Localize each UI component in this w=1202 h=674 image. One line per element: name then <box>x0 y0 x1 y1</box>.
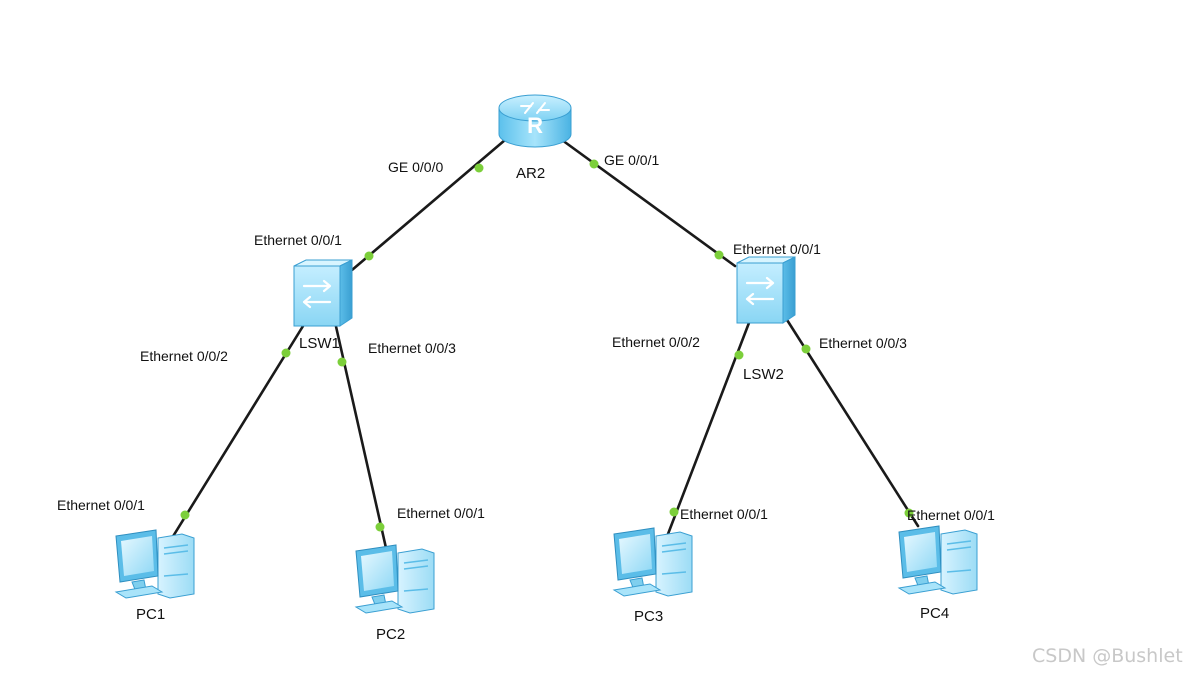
port-dot-lsw2-e003[interactable] <box>801 344 811 354</box>
port-label-ar2-ge000: GE 0/0/0 <box>388 159 443 175</box>
port-labels: GE 0/0/0 GE 0/0/1 Ethernet 0/0/1 Etherne… <box>57 152 995 523</box>
port-label-pc4-e001: Ethernet 0/0/1 <box>907 507 995 523</box>
port-label-ar2-ge001: GE 0/0/1 <box>604 152 659 168</box>
pc-pc1[interactable]: PC1 <box>115 529 195 623</box>
port-label-lsw1-e002: Ethernet 0/0/2 <box>140 348 228 364</box>
port-indicators <box>180 159 914 532</box>
pc-icon <box>613 527 693 597</box>
port-label-lsw2-e002: Ethernet 0/0/2 <box>612 334 700 350</box>
port-dot-pc3-e001[interactable] <box>669 507 679 517</box>
watermark-text: CSDN @Bushlet <box>1032 645 1183 667</box>
port-dot-ar2-ge001[interactable] <box>589 159 599 169</box>
device-name-pc4: PC4 <box>920 605 949 622</box>
device-name-ar2: AR2 <box>516 165 545 182</box>
router-icon <box>498 94 572 148</box>
port-dot-lsw2-e002[interactable] <box>734 350 744 360</box>
pc-pc4[interactable]: PC4 <box>898 525 978 622</box>
port-label-lsw2-e003: Ethernet 0/0/3 <box>819 335 907 351</box>
device-name-lsw1: LSW1 <box>299 335 340 352</box>
device-name-lsw2: LSW2 <box>743 366 784 383</box>
router-ar2[interactable]: AR2 <box>498 94 572 182</box>
pc-icon <box>115 529 195 599</box>
port-dot-pc1-e001[interactable] <box>180 510 190 520</box>
port-label-pc1-e001: Ethernet 0/0/1 <box>57 497 145 513</box>
port-label-pc2-e001: Ethernet 0/0/1 <box>397 505 485 521</box>
links <box>170 138 920 550</box>
port-label-lsw1-e001: Ethernet 0/0/1 <box>254 232 342 248</box>
link-ar2-lsw1[interactable] <box>350 138 507 272</box>
port-dot-lsw1-e003[interactable] <box>337 357 347 367</box>
device-name-pc2: PC2 <box>376 626 405 643</box>
pc-pc3[interactable]: PC3 <box>613 527 693 625</box>
pc-icon <box>898 525 978 595</box>
port-dot-pc4-e001[interactable] <box>904 508 914 518</box>
port-dot-lsw2-e001[interactable] <box>714 250 724 260</box>
port-label-lsw2-e001: Ethernet 0/0/1 <box>733 241 821 257</box>
pc-icon <box>355 544 435 614</box>
switch-lsw1[interactable]: LSW1 <box>292 258 354 352</box>
switch-lsw2[interactable]: LSW2 <box>735 255 797 383</box>
port-label-pc3-e001: Ethernet 0/0/1 <box>680 506 768 522</box>
switch-icon <box>735 255 797 325</box>
device-name-pc3: PC3 <box>634 608 663 625</box>
port-label-lsw1-e003: Ethernet 0/0/3 <box>368 340 456 356</box>
port-dot-ar2-ge000[interactable] <box>474 163 484 173</box>
port-dot-lsw1-e002[interactable] <box>281 348 291 358</box>
port-dot-lsw1-e001[interactable] <box>364 251 374 261</box>
port-dot-pc2-e001[interactable] <box>375 522 385 532</box>
device-name-pc1: PC1 <box>136 606 165 623</box>
switch-icon <box>292 258 354 328</box>
pc-pc2[interactable]: PC2 <box>355 544 435 643</box>
